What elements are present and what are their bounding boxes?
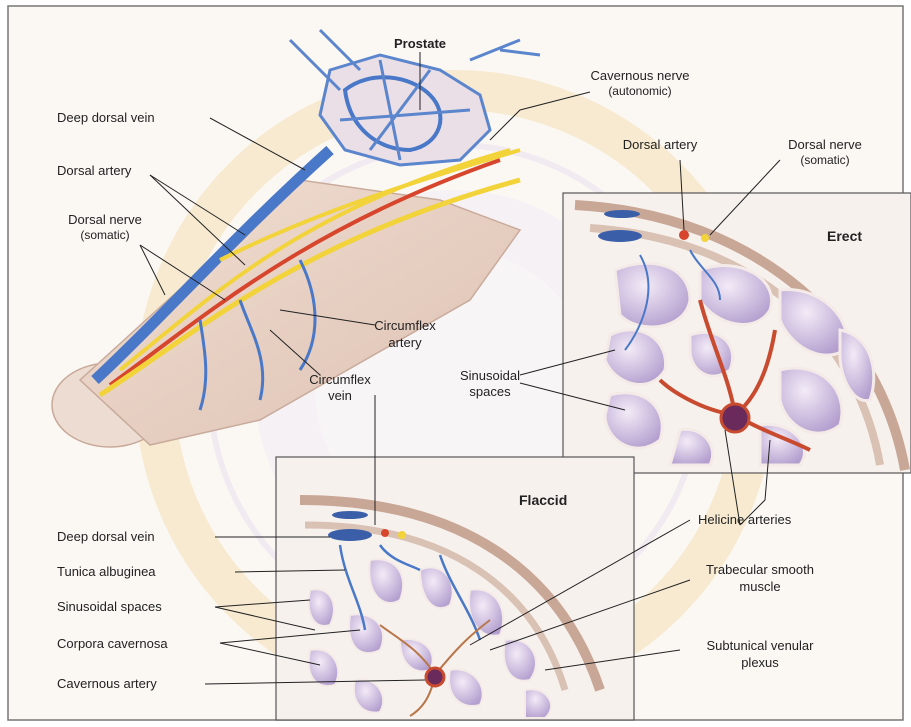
label-dorsal-nerve-left-sub: (somatic) (45, 228, 165, 243)
label-deep-dorsal-vein-bottom: Deep dorsal vein (57, 529, 155, 544)
label-circumflex-artery-2: artery (350, 335, 460, 350)
flaccid-panel (276, 457, 634, 720)
label-cavernous-nerve: Cavernous nerve (560, 68, 720, 83)
label-cavernous-nerve-sub: (autonomic) (560, 84, 720, 99)
label-dorsal-nerve-left: Dorsal nerve (45, 212, 165, 227)
label-subtunical-1: Subtunical venular (680, 638, 840, 653)
label-prostate: Prostate (370, 36, 470, 51)
label-dorsal-nerve-right-sub: (somatic) (765, 153, 885, 168)
label-tunica-albuginea: Tunica albuginea (57, 564, 156, 579)
label-circumflex-artery-1: Circumflex (350, 318, 460, 333)
label-trabecular-1: Trabecular smooth (680, 562, 840, 577)
label-sinusoidal-spaces-bottom: Sinusoidal spaces (57, 599, 162, 614)
label-trabecular-2: muscle (680, 579, 840, 594)
label-sinusoidal-spaces-2: spaces (440, 384, 540, 399)
label-sinusoidal-spaces-1: Sinusoidal (440, 368, 540, 383)
label-deep-dorsal-vein-top: Deep dorsal vein (57, 110, 155, 125)
label-helicine-arteries: Helicine arteries (698, 512, 791, 527)
label-subtunical-2: plexus (680, 655, 840, 670)
label-circumflex-vein-2: vein (285, 388, 395, 403)
label-dorsal-artery-left: Dorsal artery (57, 163, 131, 178)
label-erect: Erect (827, 229, 862, 244)
label-dorsal-nerve-right: Dorsal nerve (765, 137, 885, 152)
label-cavernous-artery: Cavernous artery (57, 676, 157, 691)
label-flaccid: Flaccid (519, 493, 567, 508)
label-circumflex-vein-1: Circumflex (285, 372, 395, 387)
label-corpora-cavernosa: Corpora cavernosa (57, 636, 168, 651)
label-dorsal-artery-right: Dorsal artery (600, 137, 720, 152)
